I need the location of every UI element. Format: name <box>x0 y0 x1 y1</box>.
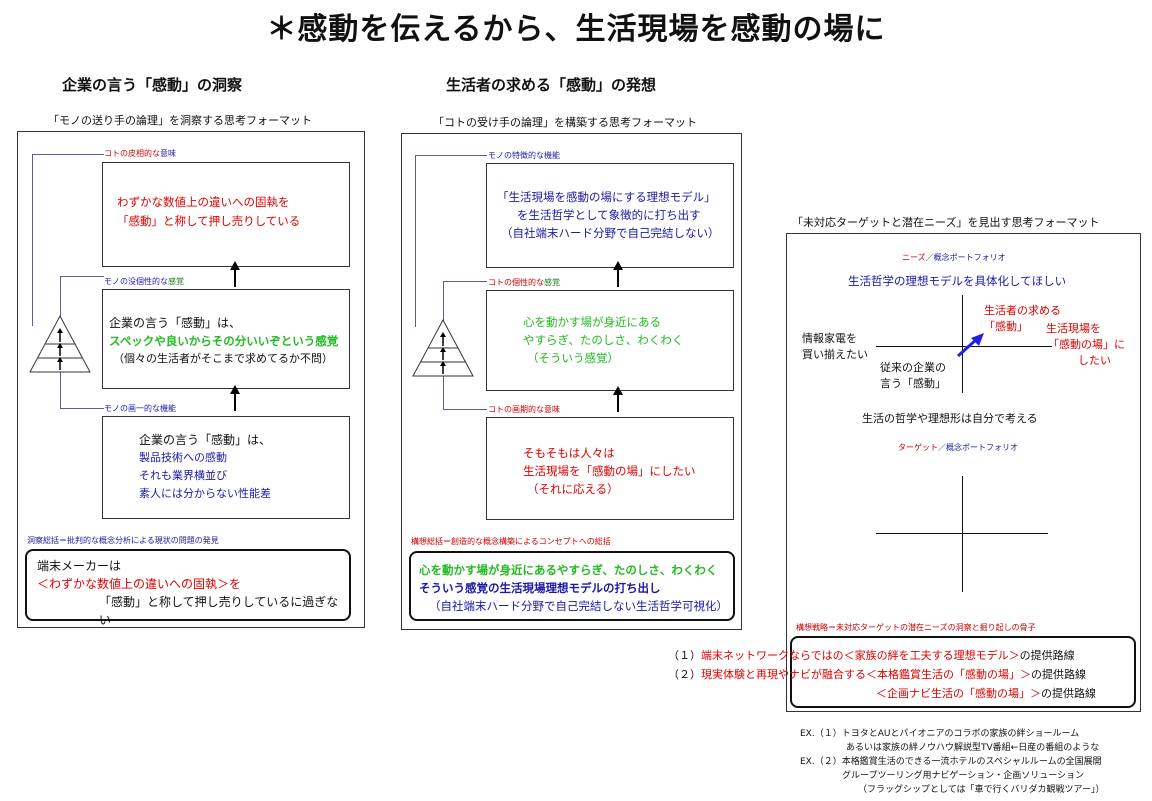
left-box-top: わずかな数値上の違いへの固執を 「感動」と称して押し売りしている <box>102 162 350 267</box>
middle-frame <box>401 133 742 630</box>
arrow-up-icon <box>230 385 240 411</box>
middle-label-top: モノの特徴的な機能 <box>488 151 560 160</box>
left-label-bot: モノの画一的な機能 <box>104 404 176 413</box>
middle-subheading: 「コトの受け手の論理」を構築する思考フォーマット <box>433 116 697 129</box>
middle-heading: 生活者の求める「感動」の発想 <box>446 76 657 94</box>
left-frame <box>17 131 365 628</box>
strategy-box <box>790 636 1136 708</box>
left-heading: 企業の言う「感動」の洞察 <box>62 76 243 94</box>
middle-box-mid: 心を動かす場が身近にある やすらぎ、たのしさ、わくわく （そういう感覚） <box>486 290 734 391</box>
arrow-up-icon <box>230 261 240 287</box>
left-subheading: 「モノの送り手の論理」を洞察する思考フォーマット <box>48 114 312 127</box>
page-title: ＊感動を伝えるから、生活現場を感動の場に <box>266 12 886 47</box>
left-box-mid: 企業の言う「感動」は、 スペックや良いからその分いいぞという感覚 （個々の生活者… <box>102 289 350 389</box>
arrow-up-icon <box>613 261 623 287</box>
middle-summary-label: 構想総括＝創造的な概念構築によるコンセプトへの総括 <box>411 537 611 546</box>
left-box-bot: 企業の言う「感動」は、 製品技術への感動 それも業界横並び 素人には分からない性… <box>102 416 350 519</box>
arrow-diagonal-icon <box>956 333 984 358</box>
right-subheading: 「未対応ターゲットと潜在ニーズ」を見出す思考フォーマット <box>792 216 1100 229</box>
axis-horizontal <box>876 346 1052 347</box>
target-label: ターゲット／概念ポートフォリオ <box>898 443 1018 452</box>
pyramid-icon <box>412 318 474 377</box>
middle-label-bot: コトの画期的な意味 <box>488 405 560 414</box>
strategy-label: 構想戦略＝未対応ターゲットの潜在ニーズの洞察と掘り起しの骨子 <box>796 623 1036 632</box>
middle-box-top: 「生活現場を感動の場にする理想モデル」 を生活哲学として象徴的に打ち出す （自社… <box>486 163 734 268</box>
middle-box-bot: そもそもは人々は 生活現場を「感動の場」にしたい （それに応える） <box>486 417 734 520</box>
quadrant-top-right: 生活者の求める 「感動」 <box>984 304 1061 333</box>
left-label-top: コトの皮相的な意味 <box>104 149 176 158</box>
quadrant-right: 生活現場を 「感動の場」に したい <box>1046 322 1125 367</box>
left-summary-label: 洞察総括＝批判的な概念分析による現状の問題の発見 <box>27 536 219 545</box>
needs-text: 生活哲学の理想モデルを具体化してほしい <box>848 274 1067 288</box>
quadrant-left: 情報家電を 買い揃えたい <box>802 332 868 361</box>
bottom-text: 生活の哲学や理想形は自分で考える <box>862 412 1038 425</box>
axis-horizontal-lower <box>876 533 1048 534</box>
left-summary-box: 端末メーカーは ＜わずかな数値上の違いへの固執＞を 「感動」と称して押し売りして… <box>25 549 351 627</box>
examples: EX.（１）トヨタとAUとパイオニアのコラボの家族の絆ショールーム あるいは家族… <box>800 729 1105 795</box>
middle-label-mid: コトの個性的な感覚 <box>488 278 560 287</box>
quadrant-center: 従来の企業の 言う「感動」 <box>880 361 946 390</box>
right-frame <box>786 233 1141 712</box>
pyramid-icon <box>29 314 91 373</box>
left-label-mid: モノの没個性的な感覚 <box>104 277 184 286</box>
arrow-up-icon <box>613 386 623 412</box>
axis-vertical <box>962 295 963 393</box>
needs-label: ニーズ／概念ポートフォリオ <box>902 253 1006 262</box>
strategy-plans: （１）端末ネットワークならではの＜家族の絆を工夫する理想モデル＞の提供路線 （２… <box>668 649 1096 700</box>
middle-summary-box: 心を動かす場が身近にあるやすらぎ、たのしさ、わくわく そういう感覚の生活現場理想… <box>409 551 735 621</box>
axis-vertical-lower <box>962 476 963 592</box>
